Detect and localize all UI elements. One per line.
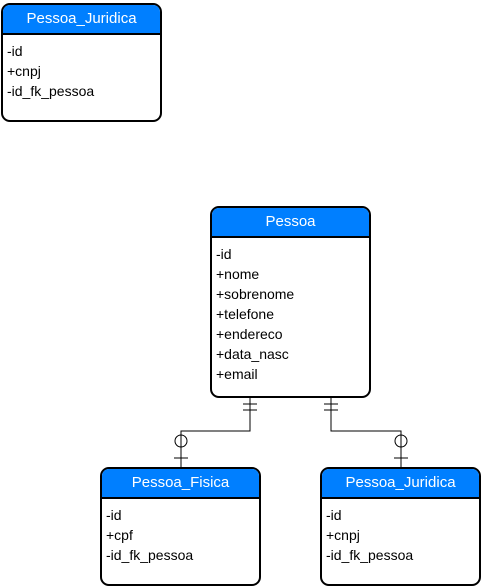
entity-pessoa-juridica-top[interactable]: Pessoa_Juridica -id +cnpj -id_fk_pessoa bbox=[1, 3, 162, 122]
entity-field: +endereco bbox=[216, 326, 283, 342]
entity-field-list: -id +nome +sobrenome +telefone +endereco… bbox=[212, 238, 369, 384]
entity-pessoa-fisica[interactable]: Pessoa_Fisica -id +cpf -id_fk_pessoa bbox=[100, 467, 261, 586]
entity-header: Pessoa_Fisica bbox=[102, 469, 259, 499]
entity-field: -id_fk_pessoa bbox=[7, 83, 95, 99]
relationship-line-pessoa-fisica bbox=[174, 398, 257, 467]
entity-field: +cnpj bbox=[326, 527, 360, 543]
entity-field: -id bbox=[326, 507, 342, 523]
entity-field: -id bbox=[216, 246, 232, 262]
entity-field-list: -id +cnpj -id_fk_pessoa bbox=[322, 499, 479, 565]
entity-field: +cnpj bbox=[7, 63, 41, 79]
entity-field: +nome bbox=[216, 266, 260, 282]
entity-header: Pessoa_Juridica bbox=[3, 5, 160, 35]
entity-field: +telefone bbox=[216, 306, 274, 322]
entity-field: -id_fk_pessoa bbox=[326, 547, 414, 563]
entity-pessoa[interactable]: Pessoa -id +nome +sobrenome +telefone +e… bbox=[210, 206, 371, 398]
entity-header: Pessoa bbox=[212, 208, 369, 238]
entity-pessoa-juridica-bottom[interactable]: Pessoa_Juridica -id +cnpj -id_fk_pessoa bbox=[320, 467, 481, 586]
entity-field: +sobrenome bbox=[216, 286, 295, 302]
entity-field: +data_nasc bbox=[216, 346, 289, 362]
entity-field: +email bbox=[216, 366, 258, 382]
entity-field-list: -id +cpf -id_fk_pessoa bbox=[102, 499, 259, 565]
entity-field: -id bbox=[7, 43, 23, 59]
entity-header: Pessoa_Juridica bbox=[322, 469, 479, 499]
entity-field: -id_fk_pessoa bbox=[106, 547, 194, 563]
entity-field-list: -id +cnpj -id_fk_pessoa bbox=[3, 35, 160, 101]
entity-field: +cpf bbox=[106, 527, 133, 543]
entity-field: -id bbox=[106, 507, 122, 523]
relationship-line-pessoa-juridica bbox=[324, 398, 408, 467]
